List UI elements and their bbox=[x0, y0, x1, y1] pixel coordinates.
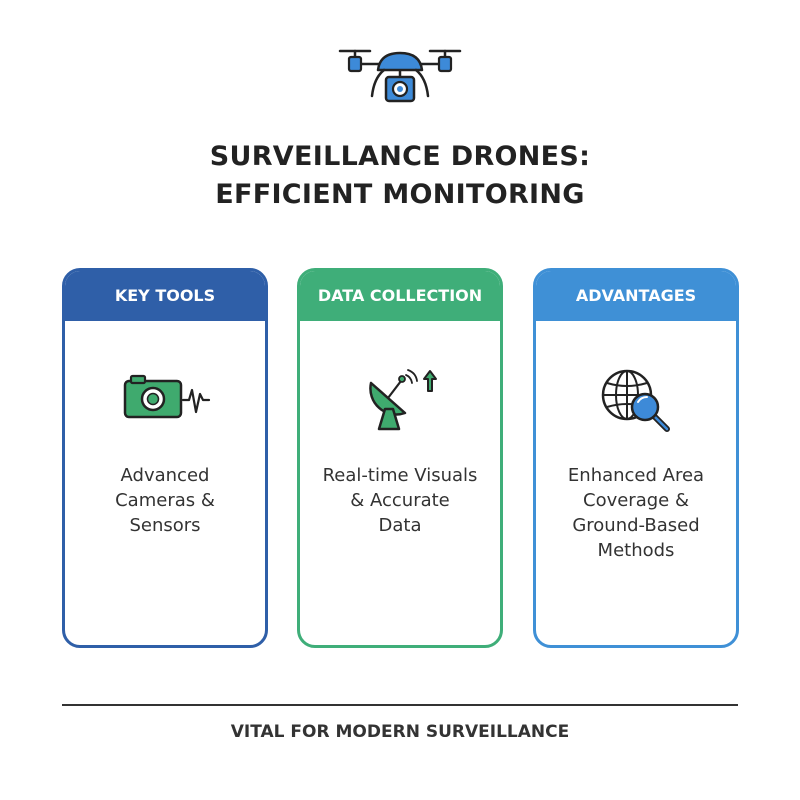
divider bbox=[62, 704, 738, 706]
card-icon-container bbox=[65, 363, 265, 433]
card-text-line: Sensors bbox=[129, 515, 201, 536]
card-text-key-tools: Advanced Cameras & Sensors bbox=[65, 463, 265, 538]
satellite-dish-icon bbox=[369, 369, 437, 431]
title-line-2: EFFICIENT MONITORING bbox=[215, 179, 585, 210]
camera-sensor-icon bbox=[123, 374, 211, 419]
card-text-line: Advanced bbox=[120, 465, 210, 486]
card-icon-container bbox=[536, 363, 736, 433]
footer-text: VITAL FOR MODERN SURVEILLANCE bbox=[230, 722, 570, 742]
globe-magnifier-icon bbox=[601, 369, 670, 432]
card-text-line: Ground-Based bbox=[572, 515, 700, 536]
title-line-1: SURVEILLANCE DRONES: bbox=[209, 141, 591, 172]
card-header-advantages: ADVANTAGES bbox=[536, 271, 736, 321]
card-icon-container bbox=[300, 363, 500, 433]
card-advantages: ADVANTAGES Enhanced Area Coverage & Grou… bbox=[533, 268, 739, 648]
card-text-advantages: Enhanced Area Coverage & Ground-Based Me… bbox=[536, 463, 736, 563]
card-data-collection: DATA COLLECTION Real-time Visuals & Accu… bbox=[297, 268, 503, 648]
card-header-key-tools: KEY TOOLS bbox=[65, 271, 265, 321]
card-text-line: Enhanced Area bbox=[567, 465, 705, 486]
drone-camera-icon bbox=[338, 49, 462, 103]
card-text-data-collection: Real-time Visuals & Accurate Data bbox=[300, 463, 500, 538]
card-text-line: Real-time Visuals bbox=[322, 465, 478, 486]
card-key-tools: KEY TOOLS Advanced Cameras & Sensors bbox=[62, 268, 268, 648]
card-text-line: Coverage & bbox=[583, 490, 689, 511]
card-header-data-collection: DATA COLLECTION bbox=[300, 271, 500, 321]
card-text-line: & Accurate bbox=[350, 490, 450, 511]
card-text-line: Cameras & bbox=[115, 490, 215, 511]
card-text-line: Methods bbox=[597, 540, 675, 561]
page-title: SURVEILLANCE DRONES: EFFICIENT MONITORIN… bbox=[0, 138, 800, 214]
card-text-line: Data bbox=[378, 515, 422, 536]
